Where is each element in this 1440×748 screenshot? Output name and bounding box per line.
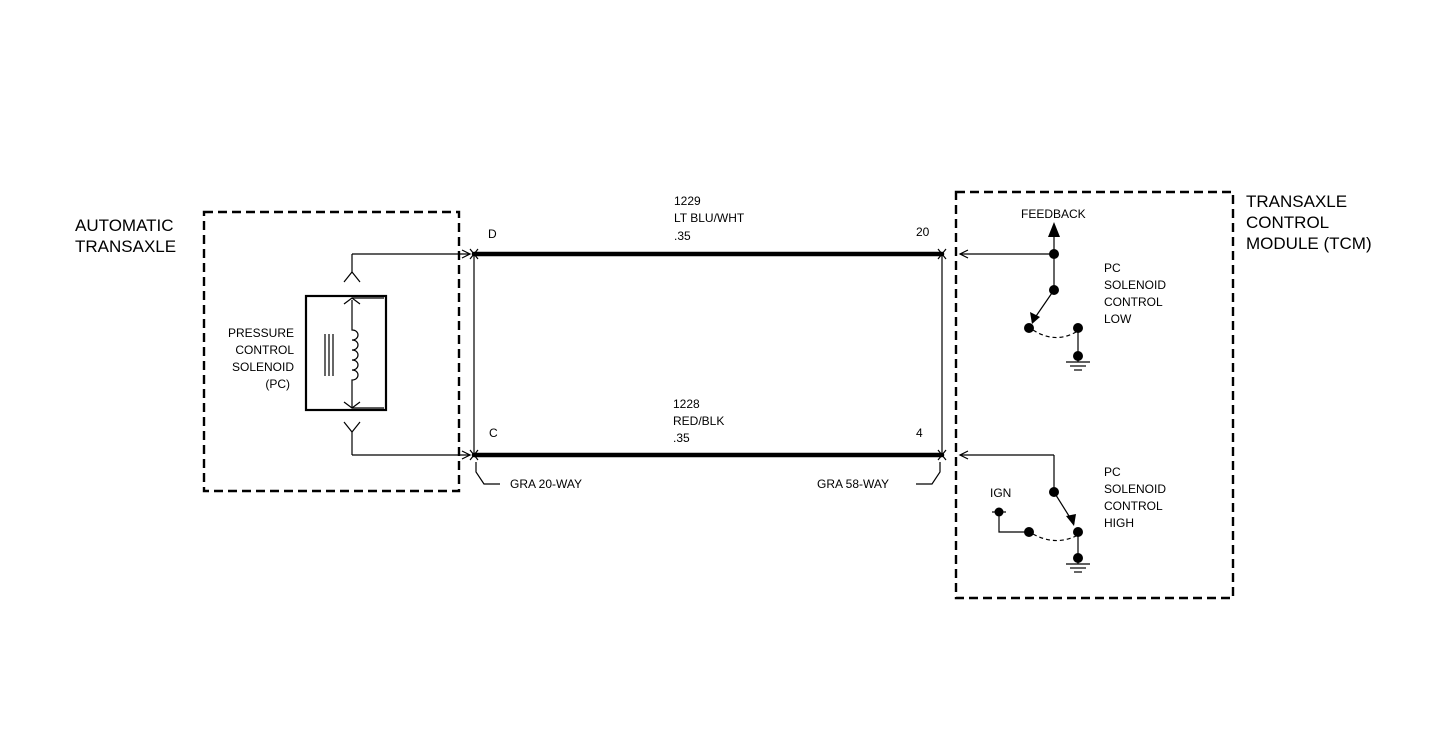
wire-bottom-gauge: .35 — [673, 431, 690, 445]
high-label-line4: HIGH — [1104, 516, 1134, 530]
right-connector-leader — [916, 462, 941, 485]
wire-top-circuit: 1229 — [674, 194, 701, 208]
solenoid-label-line2: CONTROL — [235, 343, 294, 357]
low-label-line3: CONTROL — [1104, 295, 1163, 309]
ground-icon-high — [1066, 558, 1090, 573]
tcm-title-line2: CONTROL — [1246, 213, 1329, 232]
left-terminal-top — [343, 249, 472, 283]
right-connector-label: GRA 58-WAY — [817, 477, 889, 491]
wire-bottom-color: RED/BLK — [673, 414, 724, 428]
low-label-line4: LOW — [1104, 312, 1132, 326]
tcm-title-line3: MODULE (TCM) — [1246, 234, 1372, 253]
wire-top-pin-right: 20 — [916, 225, 930, 239]
high-label-line2: SOLENOID — [1104, 482, 1166, 496]
solenoid-label-line4: (PC) — [265, 377, 290, 391]
solenoid-label-line3: SOLENOID — [232, 360, 294, 374]
left-connector-label: GRA 20-WAY — [510, 477, 582, 491]
ground-icon — [1066, 356, 1090, 371]
pressure-control-solenoid — [304, 294, 388, 412]
wire-top-pin-left: D — [488, 227, 497, 241]
automatic-transaxle-boundary — [202, 210, 461, 493]
automatic-transaxle-title-line2: TRANSAXLE — [75, 237, 176, 256]
pc-solenoid-control-low-circuit — [958, 222, 1090, 371]
wire-top-color: LT BLU/WHT — [674, 211, 745, 225]
high-label-line3: CONTROL — [1104, 499, 1163, 513]
left-terminal-bottom — [343, 421, 472, 460]
wire-bottom-circuit: 1228 — [673, 397, 700, 411]
wire-top-gauge: .35 — [674, 229, 691, 243]
tcm-title-line1: TRANSAXLE — [1246, 192, 1347, 211]
solenoid-label-line1: PRESSURE — [228, 326, 294, 340]
tcm-boundary — [954, 190, 1235, 600]
high-label-line1: PC — [1104, 465, 1121, 479]
feedback-arrow-icon — [1048, 222, 1060, 237]
feedback-label: FEEDBACK — [1021, 207, 1086, 221]
ign-label: IGN — [990, 486, 1011, 500]
wire-bottom-pin-right: 4 — [916, 426, 923, 440]
connector-marks — [469, 248, 947, 461]
pc-solenoid-control-high-circuit — [958, 450, 1090, 573]
low-label-line1: PC — [1104, 261, 1121, 275]
wire-bottom-pin-left: C — [489, 426, 498, 440]
low-label-line2: SOLENOID — [1104, 278, 1166, 292]
automatic-transaxle-title-line1: AUTOMATIC — [75, 216, 174, 235]
left-connector-leader — [475, 462, 500, 485]
